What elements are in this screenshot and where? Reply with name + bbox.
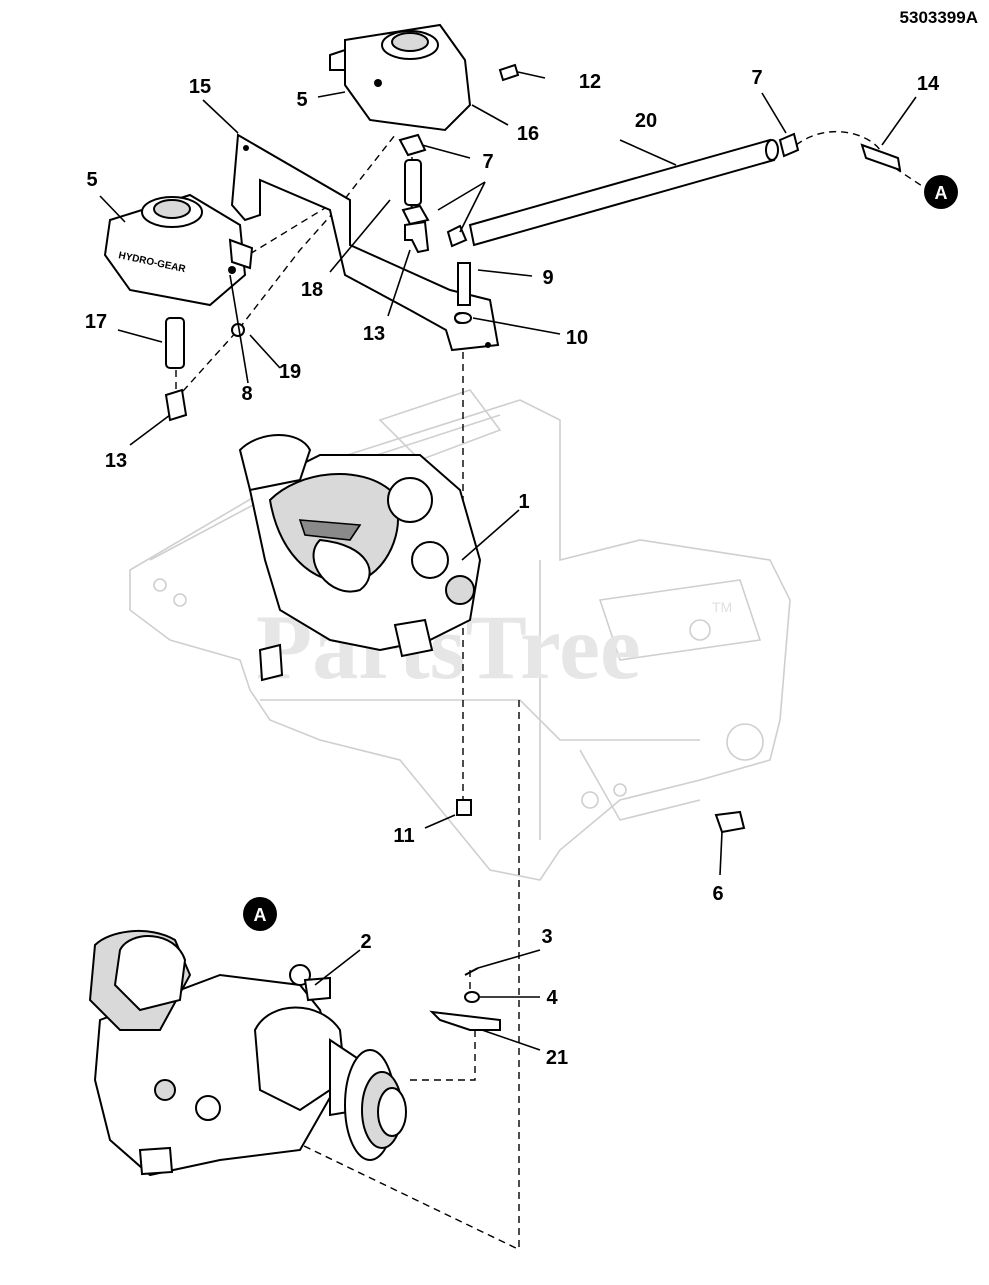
reference-marker-top: A: [924, 175, 958, 209]
chassis-frame-ghost: [129, 389, 791, 881]
svg-text:A: A: [254, 905, 267, 925]
leader-lines: [99, 71, 917, 1051]
callout-8: 8: [241, 383, 252, 405]
hose-18: [404, 159, 422, 206]
callout-15: 15: [189, 76, 211, 98]
elbow-fitting-lower: [164, 388, 188, 422]
elbow-fitting-upper: [404, 220, 430, 254]
bolt-9: [457, 262, 471, 306]
oil-reservoir-lower: HYDRO-GEAR: [103, 193, 254, 307]
callout-6: 6: [712, 883, 723, 905]
transmission-upper: [238, 434, 482, 682]
callout-21: 21: [546, 1047, 568, 1069]
callout-labels: 5 12 16 7 14 20 15 5 7 18 13 9 10 17 8 1…: [85, 67, 940, 1069]
callout-7-right: 7: [751, 67, 762, 89]
callout-11: 11: [393, 825, 414, 847]
clamp-right: [778, 132, 800, 158]
fitting-14: [860, 143, 902, 172]
hoses-and-fittings: [164, 63, 902, 1031]
nut-11: [456, 799, 472, 816]
clamp-lower: [446, 224, 468, 248]
callout-3: 3: [541, 926, 552, 948]
transmission-lower: [88, 929, 407, 1177]
svg-text:A: A: [935, 183, 948, 203]
link-21: [429, 1010, 501, 1031]
hose-17: [165, 317, 185, 369]
callout-13-upper: 13: [363, 323, 385, 345]
clamp-middle: [401, 204, 430, 226]
callout-19: 19: [279, 361, 301, 383]
callout-14: 14: [917, 73, 940, 95]
tube-20: [468, 138, 776, 247]
washer-4: [464, 991, 480, 1003]
callout-2: 2: [360, 931, 371, 953]
callout-16: 16: [517, 123, 539, 145]
callout-4: 4: [546, 987, 558, 1009]
reference-marker-bottom: A: [243, 897, 277, 931]
callout-12: 12: [579, 71, 601, 93]
nut-10: [454, 312, 472, 324]
callout-17: 17: [85, 311, 107, 333]
callout-5-lower: 5: [86, 169, 97, 191]
clamp-upper: [398, 133, 427, 157]
callout-1: 1: [518, 491, 529, 513]
document-code: 5303399A: [900, 8, 978, 27]
callout-7-center: 7: [482, 151, 493, 173]
callout-13-lower: 13: [105, 450, 127, 472]
callout-10: 10: [566, 327, 588, 349]
screw-12: [498, 63, 520, 82]
pin-3: [464, 967, 479, 976]
bolt-6: [714, 810, 746, 834]
nut-8: [228, 266, 236, 274]
callout-9: 9: [542, 267, 553, 289]
oil-reservoir-upper: [329, 23, 472, 132]
callout-5-upper: 5: [296, 89, 307, 111]
callout-18: 18: [301, 279, 323, 301]
watermark-trademark: TM: [712, 599, 732, 615]
callout-20: 20: [635, 110, 657, 132]
